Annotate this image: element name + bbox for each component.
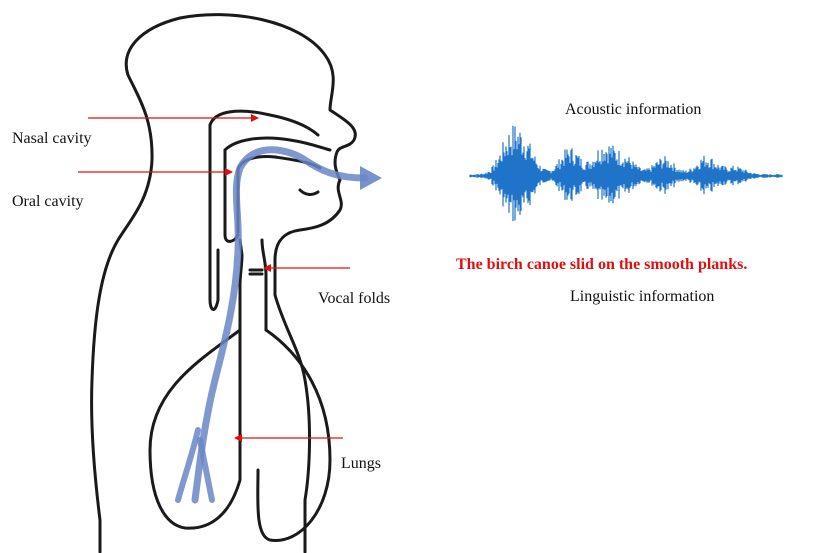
airflow-path bbox=[195, 150, 365, 500]
acoustic-waveform bbox=[470, 126, 782, 221]
lungs-label: Lungs bbox=[341, 455, 381, 473]
airflow-arrowhead bbox=[360, 166, 382, 190]
linguistic-information-label: Linguistic information bbox=[570, 288, 714, 306]
acoustic-information-label: Acoustic information bbox=[565, 101, 701, 119]
nasal-cavity-label: Nasal cavity bbox=[12, 130, 92, 148]
waveform-trace bbox=[470, 126, 782, 221]
body-outline bbox=[92, 15, 356, 552]
example-sentence: The birch canoe slid on the smooth plank… bbox=[456, 256, 747, 274]
vocal-folds-label: Vocal folds bbox=[318, 290, 390, 308]
oral-cavity-label: Oral cavity bbox=[12, 193, 84, 211]
